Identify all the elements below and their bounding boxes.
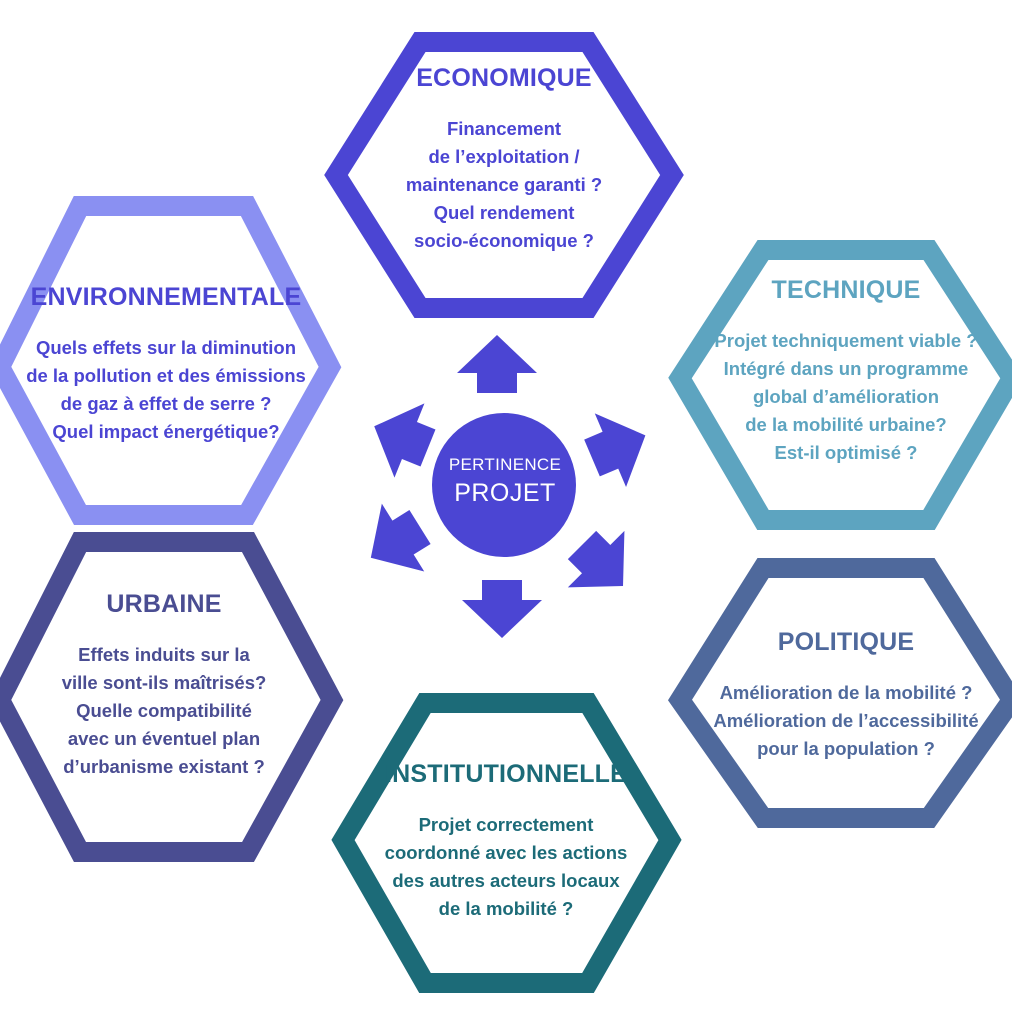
- economique-block: ECONOMIQUE Financement de l’exploitation…: [354, 64, 654, 255]
- environnementale-line: de la pollution et des émissions: [26, 365, 306, 386]
- economique-line: maintenance garanti ?: [405, 174, 603, 195]
- arrow-up-icon: [457, 335, 537, 393]
- politique-line: Amélioration de l’accessibilité: [713, 710, 979, 731]
- technique-line: Projet techniquement viable ?: [714, 330, 978, 351]
- urbaine-block: URBAINE Effets induits sur la ville sont…: [14, 590, 314, 781]
- urbaine-title: URBAINE: [106, 590, 222, 618]
- center-label-main: PROJET: [454, 479, 556, 507]
- economique-line: Financement: [446, 118, 562, 139]
- institutionnelle-title: INSTITUTIONNELLE: [384, 760, 628, 788]
- arrow-upper-left-icon: [374, 403, 436, 478]
- technique-line: global d’amélioration: [752, 386, 940, 407]
- hexagon-environnementale: [0, 196, 342, 525]
- politique-line: pour la population ?: [757, 738, 935, 759]
- hexagon-urbaine: [0, 532, 344, 862]
- politique-block: POLITIQUE Amélioration de la mobilité ? …: [694, 628, 998, 763]
- technique-line: de la mobilité urbaine?: [745, 414, 947, 435]
- politique-line: Amélioration de la mobilité ?: [719, 682, 973, 703]
- technique-title: TECHNIQUE: [771, 276, 921, 304]
- hexagon-politique: [667, 558, 1012, 828]
- center-label-top: PERTINENCE: [448, 455, 562, 474]
- arrow-upper-right-icon: [584, 413, 646, 488]
- institutionnelle-block: INSTITUTIONNELLE Projet correctement coo…: [356, 760, 656, 923]
- center-circle: [432, 413, 576, 557]
- arrow-down-icon: [462, 580, 542, 638]
- technique-text: Projet techniquement viable ? Intégré da…: [690, 327, 1002, 467]
- urbaine-line: avec un éventuel plan: [67, 728, 261, 749]
- center-label: PERTINENCE PROJET: [430, 455, 580, 508]
- institutionnelle-line: Projet correctement: [418, 814, 594, 835]
- environnementale-line: de gaz à effet de serre ?: [60, 393, 272, 414]
- technique-block: TECHNIQUE Projet techniquement viable ? …: [690, 276, 1002, 467]
- environnementale-line: Quel impact énergétique?: [52, 421, 280, 442]
- arrow-lower-right-icon: [567, 530, 625, 588]
- politique-text: Amélioration de la mobilité ? Améliorati…: [694, 679, 998, 763]
- environnementale-title: ENVIRONNEMENTALE: [30, 283, 302, 311]
- urbaine-line: Quelle compatibilité: [76, 700, 252, 721]
- hexagon-institutionnelle: [331, 693, 682, 993]
- urbaine-line: d’urbanisme existant ?: [63, 756, 265, 777]
- hexagon-technique: [668, 240, 1012, 530]
- urbaine-text: Effets induits sur la ville sont-ils maî…: [14, 641, 314, 781]
- economique-title: ECONOMIQUE: [416, 64, 592, 92]
- urbaine-line: Effets induits sur la: [78, 644, 250, 665]
- technique-line: Intégré dans un programme: [723, 358, 969, 379]
- institutionnelle-line: de la mobilité ?: [438, 898, 574, 919]
- economique-line: de l’exploitation /: [428, 146, 580, 167]
- urbaine-line: ville sont-ils maîtrisés?: [61, 672, 267, 693]
- institutionnelle-line: des autres acteurs locaux: [392, 870, 620, 891]
- connector-arrows: [370, 335, 646, 638]
- hexagon-economique: [324, 32, 684, 318]
- environnementale-line: Quels effets sur la diminution: [35, 337, 297, 358]
- institutionnelle-text: Projet correctement coordonné avec les a…: [356, 811, 656, 923]
- politique-title: POLITIQUE: [777, 628, 915, 656]
- economique-line: Quel rendement: [433, 202, 575, 223]
- environnementale-text: Quels effets sur la diminution de la pol…: [5, 334, 327, 446]
- technique-line: Est-il optimisé ?: [774, 442, 918, 463]
- economique-line: socio-économique ?: [414, 230, 594, 251]
- environnementale-block: ENVIRONNEMENTALE Quels effets sur la dim…: [5, 283, 327, 446]
- economique-text: Financement de l’exploitation / maintena…: [354, 115, 654, 255]
- institutionnelle-line: coordonné avec les actions: [384, 842, 628, 863]
- arrow-lower-left-icon: [370, 503, 431, 572]
